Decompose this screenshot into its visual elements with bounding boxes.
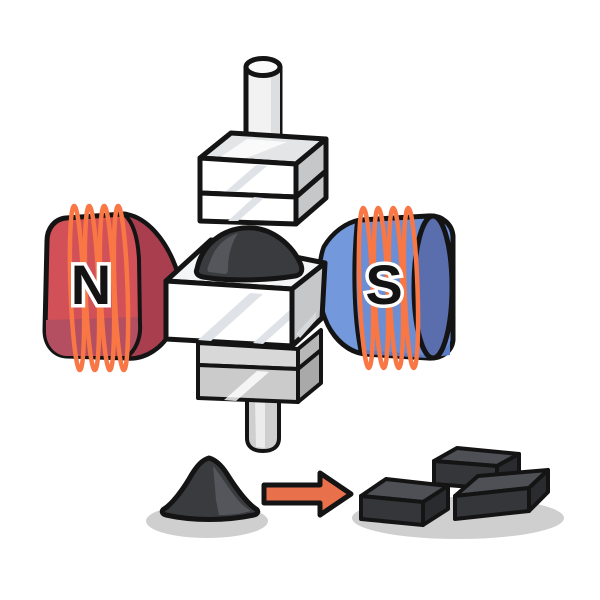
south-magnet-end-cap xyxy=(411,213,455,361)
north-pole-label: N xyxy=(71,253,111,316)
die-block-side-face xyxy=(289,260,328,349)
pressed-block-right xyxy=(453,468,550,521)
upper-ram-cap xyxy=(243,56,283,78)
upper-anvil-plate-streak xyxy=(228,197,264,221)
process-arrow-icon xyxy=(261,470,354,518)
die-block-front-streak-2 xyxy=(253,308,292,344)
north-coil xyxy=(67,203,131,373)
pressed-blocks xyxy=(352,446,564,539)
upper-anvil-top-highlight xyxy=(216,139,287,161)
coil-turn xyxy=(111,203,131,373)
pressed-block-back xyxy=(432,446,521,491)
lower-ram-highlight xyxy=(255,398,265,448)
powder-cone-facet xyxy=(213,466,251,515)
pressed-block-left xyxy=(359,477,450,527)
block-front-face xyxy=(359,494,425,527)
raw-powder xyxy=(146,455,268,538)
lower-anvil-streak xyxy=(224,371,269,401)
south-pole-label: S xyxy=(365,253,402,316)
upper-anvil-front-streak xyxy=(224,165,267,193)
block-side-face xyxy=(527,468,550,513)
die-block-front-streak xyxy=(198,293,263,341)
upper-anvil xyxy=(197,130,329,227)
block-side-face xyxy=(421,484,450,527)
upper-ram-rod-shade xyxy=(271,68,280,151)
powder-mound-highlight xyxy=(207,233,238,274)
lower-anvil-slab2-side xyxy=(296,348,323,404)
coil-turn xyxy=(401,205,421,371)
upper-anvil-plate-side xyxy=(293,168,329,227)
die-block xyxy=(163,225,328,349)
die-block-side-streak xyxy=(296,312,316,338)
south-coil xyxy=(356,205,421,371)
lower-press xyxy=(196,328,323,453)
